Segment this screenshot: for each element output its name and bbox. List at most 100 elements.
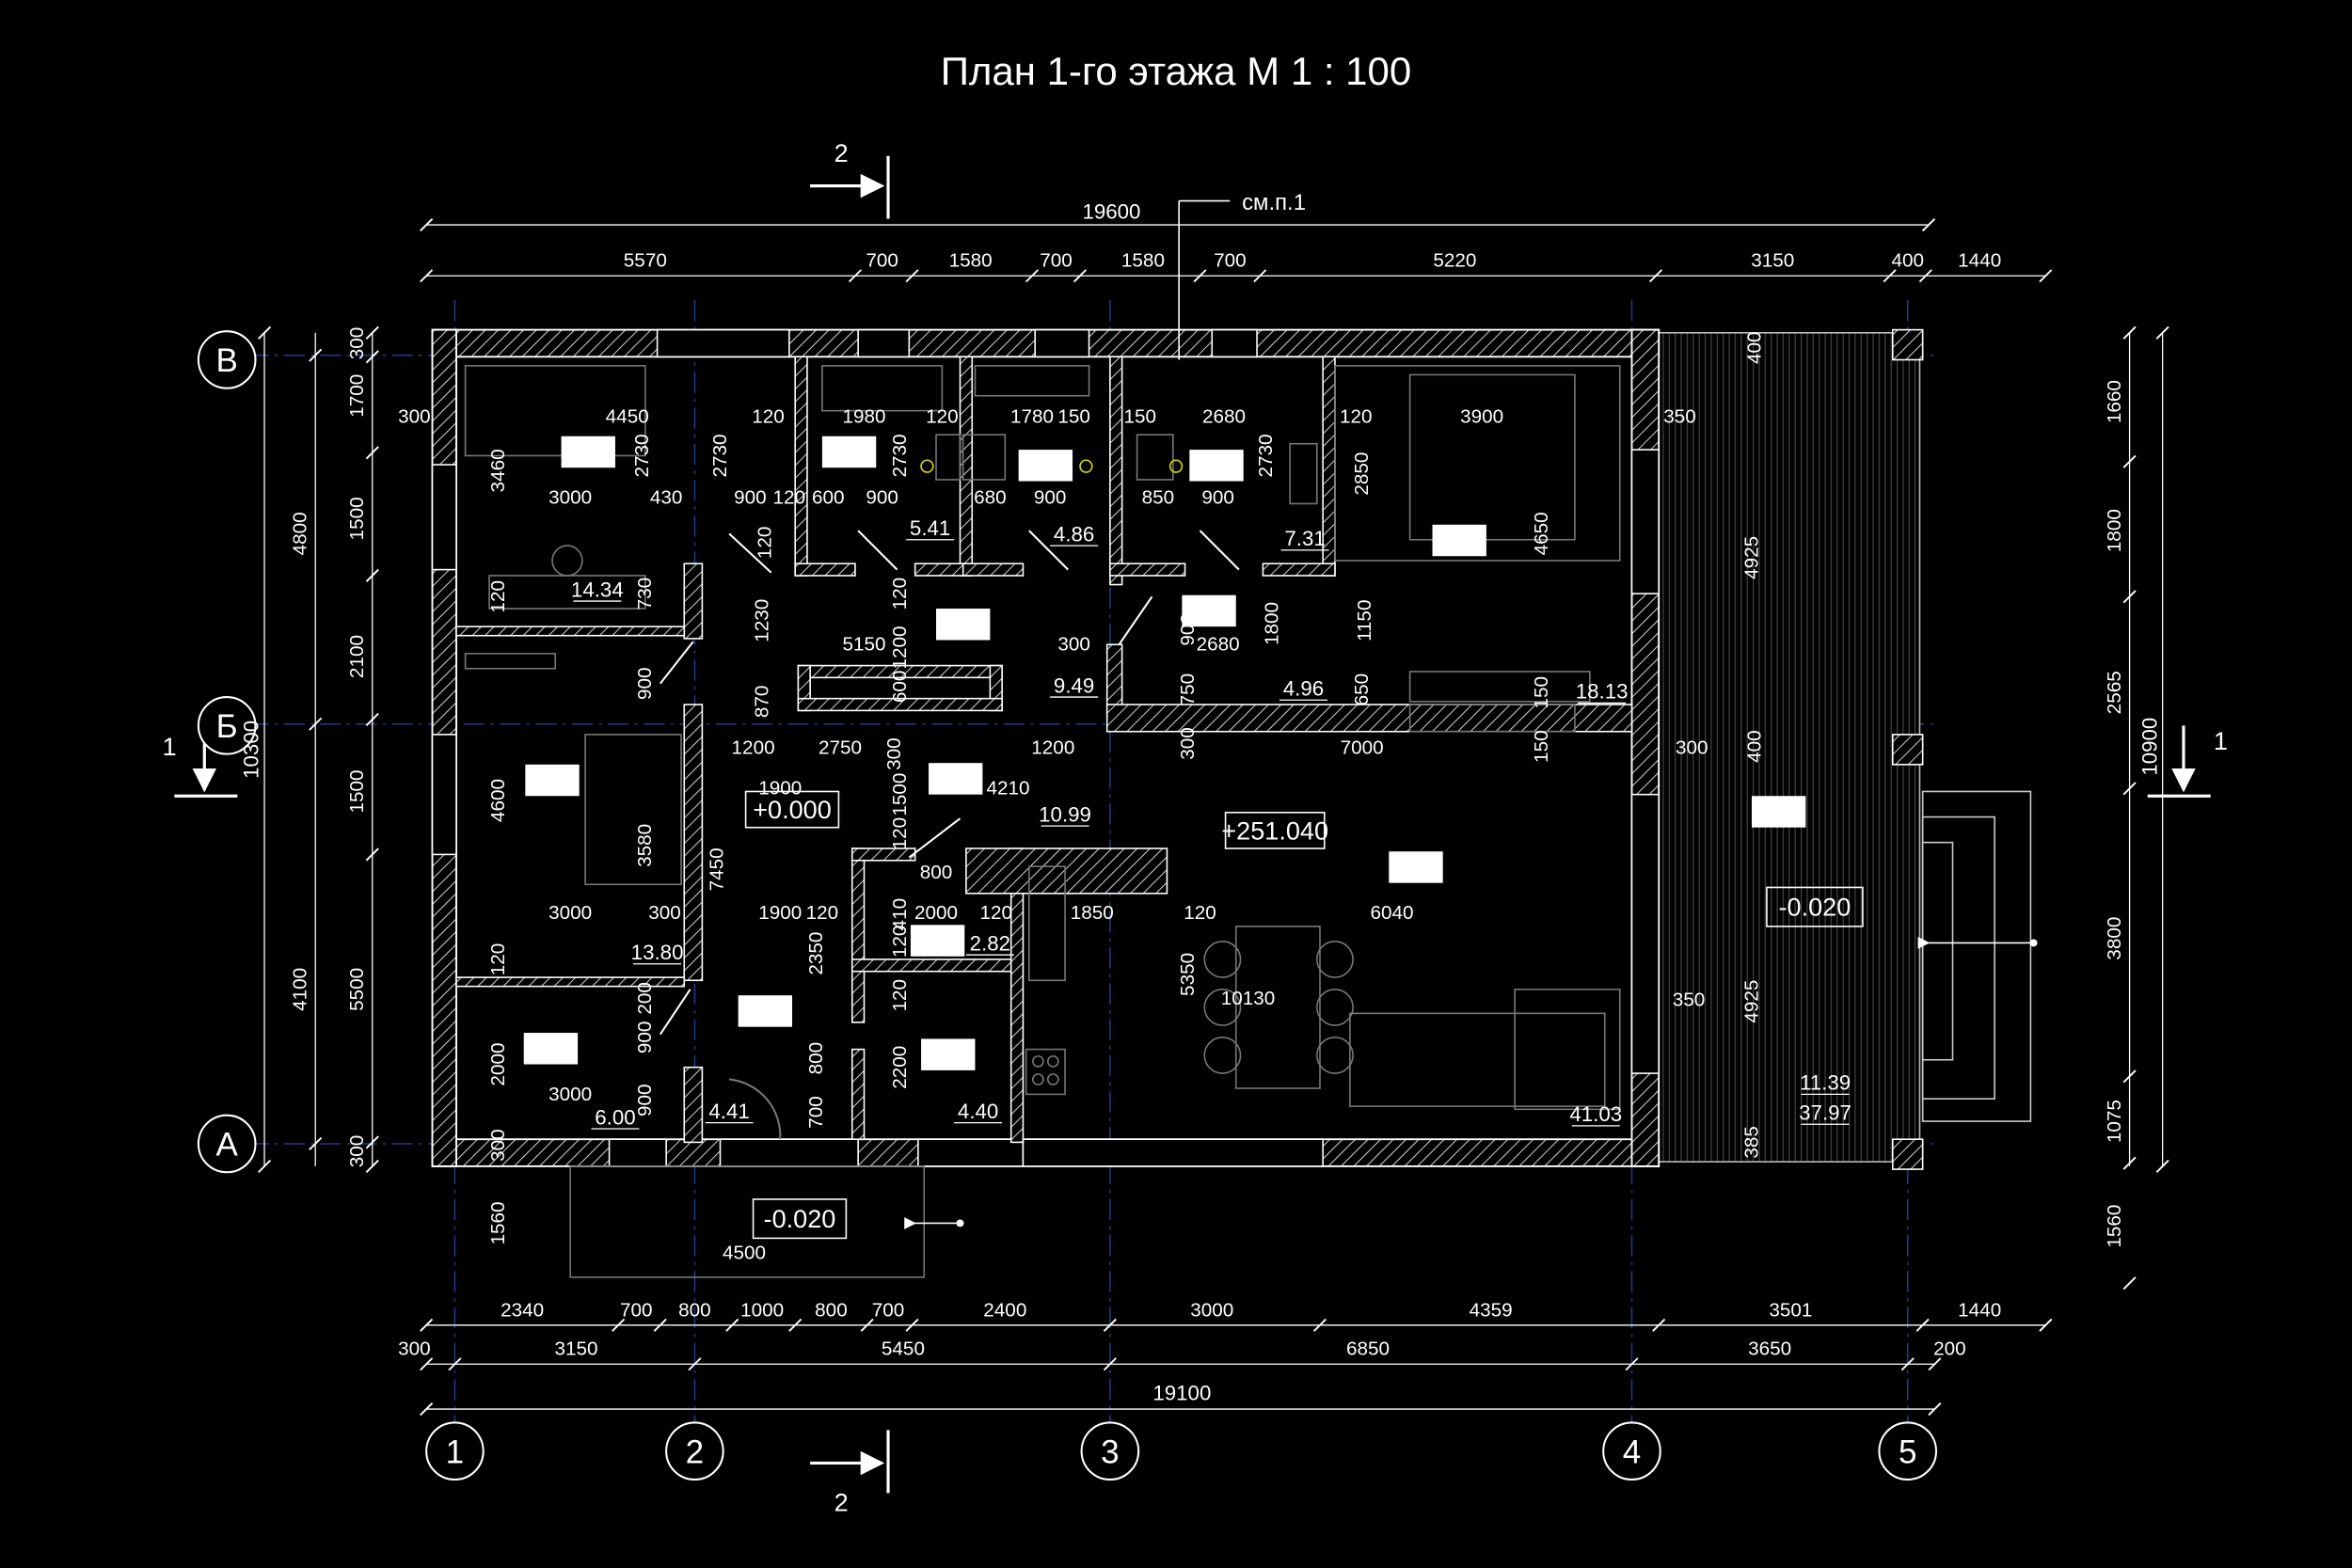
room-area-total: 37.97 — [1799, 1101, 1851, 1124]
dimension-text: 120 — [889, 979, 911, 1012]
terrace-post — [1891, 1138, 1924, 1170]
dimension-text: 19100 — [1152, 1382, 1211, 1405]
dimension-text: 2340 — [501, 1299, 544, 1321]
dimension-text: 1580 — [1121, 250, 1165, 272]
room-number: 10 — [1034, 455, 1057, 479]
dimension-text: 1800 — [1261, 602, 1282, 645]
room-number: 9 — [843, 441, 854, 465]
dimension-text: 2100 — [346, 635, 368, 678]
dimension-text: 900 — [734, 486, 767, 508]
dimension-text: 2000 — [487, 1042, 509, 1085]
dimension-text: 120 — [979, 902, 1012, 924]
room-area: 7.31 — [1284, 527, 1325, 550]
room-number-box — [929, 763, 983, 795]
dimension-text: 300 — [648, 902, 681, 924]
dimension-text: 900 — [1034, 486, 1067, 508]
dimension-text: 3000 — [548, 1084, 592, 1105]
room-number: 13 — [1448, 530, 1471, 553]
axis-label: 4 — [1623, 1433, 1641, 1470]
level-main: +0.000 — [753, 795, 832, 824]
room-number: 6 — [547, 769, 558, 793]
dimension-text: 600 — [812, 486, 845, 508]
dimension-text: 1150 — [1354, 600, 1375, 642]
dimension-text: 3650 — [1748, 1338, 1791, 1360]
dimension-text: 400 — [1744, 331, 1766, 364]
furniture — [464, 365, 1621, 1111]
section-mark-2-top: 2 — [834, 138, 849, 167]
axis-label: В — [215, 342, 237, 379]
dimension-text: 1200 — [889, 626, 911, 669]
dimension-text: 1200 — [732, 737, 775, 759]
entrance-porch — [569, 1165, 926, 1278]
dimension-text: 120 — [926, 405, 959, 427]
dimension-text: 10900 — [2137, 718, 2161, 776]
room-area: 41.03 — [1569, 1102, 1622, 1126]
dimension-text: 1500 — [889, 773, 911, 816]
dimension-text: 900 — [634, 1022, 656, 1054]
room-area: 4.41 — [708, 1100, 749, 1123]
dimension-text: 1800 — [2104, 509, 2125, 552]
dimension-text: 730 — [634, 578, 656, 610]
dimension-text: 1440 — [1958, 250, 2001, 272]
dimension-text: 400 — [1891, 250, 1924, 272]
dimension-text: 1580 — [949, 250, 993, 272]
room-number-box — [561, 436, 615, 468]
room-number-box — [523, 1033, 579, 1065]
dimension-text: 150 — [1123, 405, 1156, 427]
dimension-text: 4100 — [290, 968, 311, 1011]
room-area: 10.99 — [1039, 802, 1091, 826]
room-area: 9.49 — [1054, 673, 1094, 697]
dimension-text: 4925 — [1740, 980, 1762, 1023]
axis-label: 1 — [446, 1433, 465, 1470]
room-area: 13.80 — [631, 941, 684, 964]
dimension-text: 4500 — [723, 1243, 766, 1264]
terrace-post — [1891, 328, 1924, 361]
room-number-box — [738, 995, 793, 1027]
dimension-text: 5500 — [346, 968, 368, 1011]
dimension-text: 3000 — [1190, 1299, 1233, 1321]
dimension-text: 800 — [805, 1042, 827, 1075]
axis-bubble — [1878, 1421, 1938, 1481]
room-number-box — [936, 609, 991, 641]
dimension-text: 900 — [1177, 613, 1199, 646]
room-area: 5.41 — [910, 516, 950, 540]
dimension-text: 4359 — [1470, 1299, 1513, 1321]
dimension-text: 4925 — [1740, 536, 1762, 579]
dimension-text: 10300 — [240, 721, 263, 779]
dimension-text: 4450 — [606, 405, 649, 427]
dimension-text: 19600 — [1082, 200, 1140, 224]
axis-label: 5 — [1899, 1433, 1916, 1470]
dimension-text: 1850 — [1071, 902, 1114, 924]
terrace-post — [1891, 734, 1924, 766]
dimension-text: 300 — [346, 327, 368, 360]
dimension-text: 2730 — [889, 434, 911, 477]
dimension-text: 2200 — [889, 1046, 911, 1089]
dimension-text: 3000 — [548, 902, 592, 924]
dimension-text: 300 — [398, 1338, 431, 1360]
dimension-lines — [263, 224, 2164, 1410]
room-area: 4.86 — [1054, 522, 1094, 546]
dimension-text: 120 — [755, 527, 776, 560]
dimension-text: 120 — [889, 817, 911, 850]
room-number-box — [1389, 851, 1443, 883]
dimension-text: 1200 — [1031, 737, 1074, 759]
room-number-box — [1182, 594, 1236, 627]
dimension-text: 800 — [815, 1299, 848, 1321]
dimension-text: 4800 — [290, 512, 311, 555]
dimension-text: 2000 — [914, 902, 958, 924]
dimension-text: 850 — [1142, 486, 1175, 508]
dimension-text: 2680 — [1202, 405, 1246, 427]
dimension-text: 10130 — [1221, 988, 1276, 1009]
dimension-text: 900 — [1201, 486, 1234, 508]
dimension-text: 3150 — [1751, 250, 1794, 272]
level-porch: -0.020 — [764, 1204, 836, 1233]
room-number-box — [1189, 450, 1244, 482]
dimension-text: 120 — [806, 902, 839, 924]
dimension-text: 1440 — [1958, 1299, 2001, 1321]
dimension-text: 1780 — [1010, 405, 1054, 427]
axis-bubble — [425, 1421, 485, 1481]
dimension-text: 300 — [346, 1135, 368, 1168]
dimension-text: 5350 — [1177, 953, 1199, 996]
